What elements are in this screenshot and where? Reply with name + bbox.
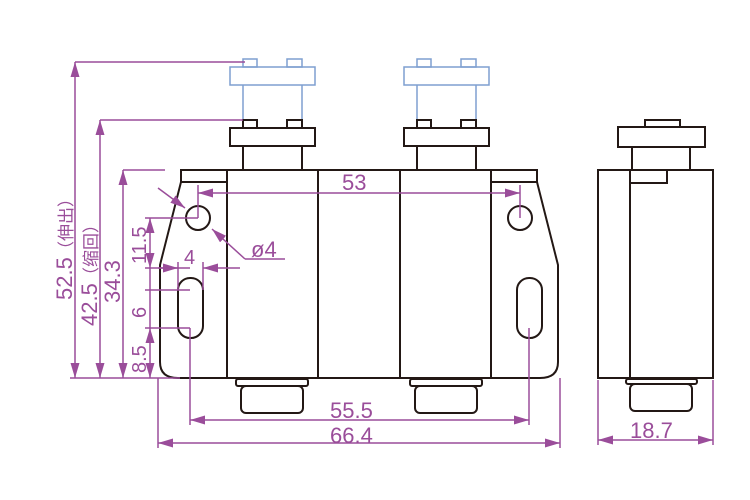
dim-body-height: 34.3 — [100, 260, 125, 303]
dim-extended-note: （伸出） — [57, 190, 76, 258]
extended-plunger-left — [229, 58, 316, 128]
dim-hole-spacing: 53 — [342, 170, 366, 195]
dim-slot-length: 6 — [129, 307, 151, 318]
dim-height-retracted: 42.5 — [77, 283, 102, 326]
extended-plunger-right — [403, 58, 490, 128]
dim-overall-width: 66.4 — [330, 423, 373, 448]
dim-retracted-note: （缩回） — [82, 216, 101, 284]
front-view — [159, 119, 559, 414]
dim-hole-diameter: ø4 — [251, 237, 277, 262]
dim-height-extended: 52.5 — [52, 257, 77, 300]
dim-slot-to-bottom: 8.5 — [129, 345, 151, 373]
dim-depth: 18.7 — [630, 418, 673, 443]
dim-hole-to-slot: 11.5 — [129, 227, 151, 264]
dim-slot-width: 4 — [184, 247, 195, 269]
side-view — [597, 119, 714, 412]
dim-slot-spacing: 55.5 — [330, 398, 373, 423]
dimension-lines — [70, 61, 714, 448]
